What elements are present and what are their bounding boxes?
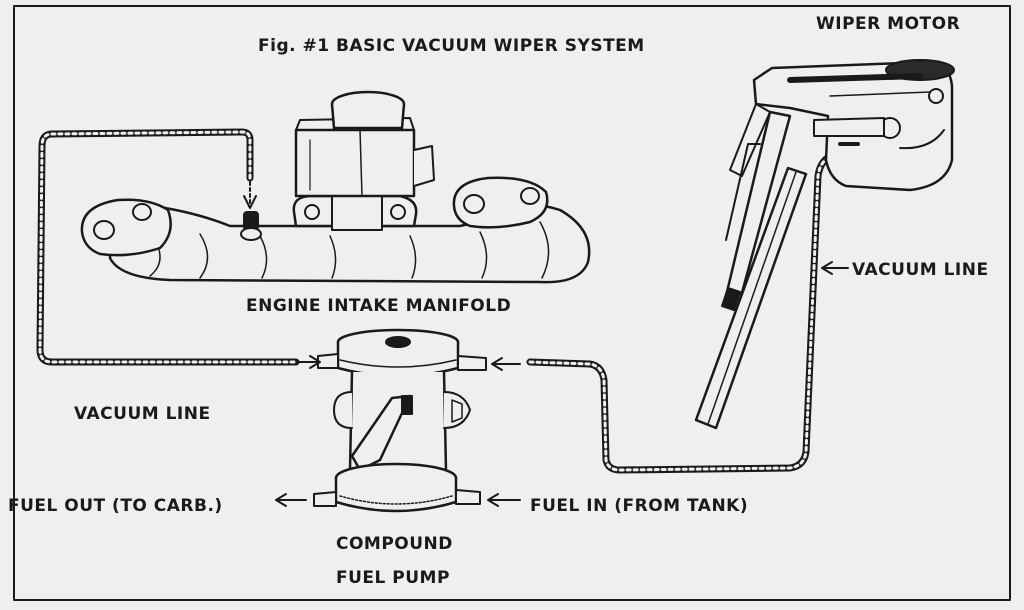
pump-fitting-vacuum-right [457,355,487,371]
compound-fuel-pump [313,328,487,513]
label-intake-manifold: ENGINE INTAKE MANIFOLD [246,296,512,316]
arrow-fuel-out [275,493,307,507]
carburetor [292,90,435,231]
label-vacuum-line-right: VACUUM LINE [852,260,989,280]
figure-title: Fig. #1 BASIC VACUUM WIPER SYSTEM [258,36,645,56]
arrow-pump-left-inlet [297,355,321,369]
wiper-arm [694,110,808,430]
label-fuel-pump: FUEL PUMP [336,568,450,588]
arrow-pump-right-inlet [491,357,521,371]
vacuum-line-left [36,128,300,366]
figure-border [13,5,1011,601]
pump-fitting-fuel-in [455,489,481,505]
label-fuel-out: FUEL OUT (TO CARB.) [8,496,223,516]
vacuum-line-right [526,150,838,474]
label-fuel-in: FUEL IN (FROM TANK) [530,496,749,516]
arrow-fuel-in [487,493,521,507]
intake-manifold [80,176,591,284]
pump-fitting-vacuum-left [317,353,339,369]
label-compound: COMPOUND [336,534,453,554]
pump-fitting-fuel-out [313,491,337,507]
label-vacuum-line-left: VACUUM LINE [74,404,211,424]
arrow-vacuum-line-right [821,261,849,275]
label-wiper-motor: WIPER MOTOR [816,14,961,34]
wiper-motor [729,59,955,192]
